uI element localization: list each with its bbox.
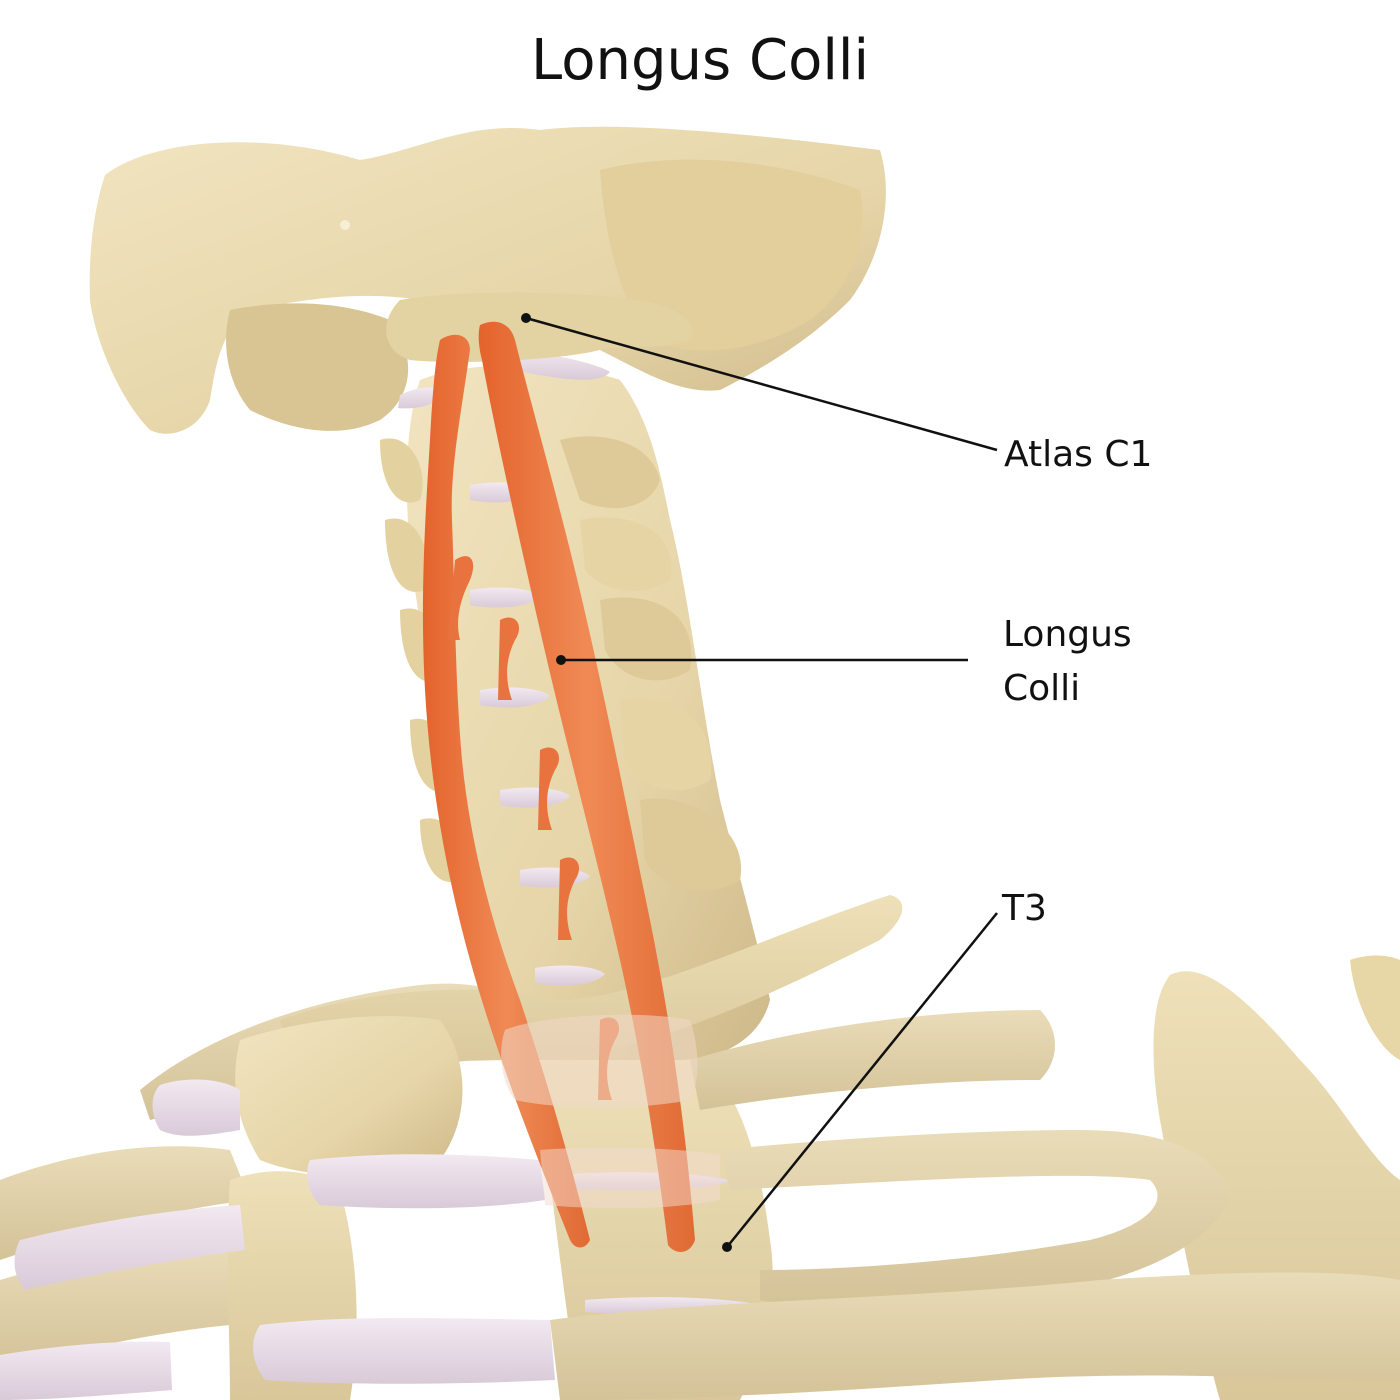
label-t3: T3 [1002,882,1047,936]
label-atlas-c1: Atlas C1 [1004,428,1152,482]
label-longus-colli: Longus Colli [1003,608,1132,716]
ribs [0,895,1400,1400]
label-longus-colli-line1: Longus [1003,614,1132,655]
label-atlas-c1-text: Atlas C1 [1004,434,1153,475]
label-t3-text: T3 [1002,888,1047,929]
diagram-title: Longus Colli [530,28,870,93]
label-longus-colli-line2: Colli [1003,668,1081,709]
translucent-rib-overlay [501,1014,698,1108]
